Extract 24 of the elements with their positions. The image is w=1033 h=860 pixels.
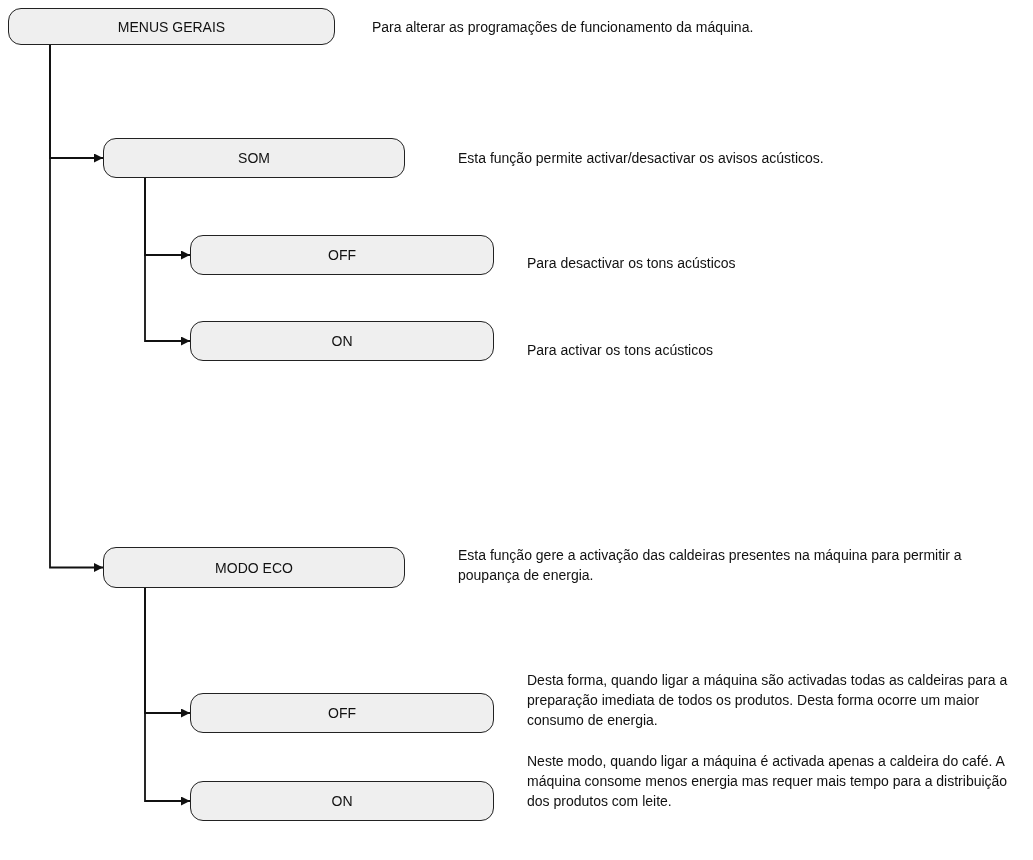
menu-box (190, 235, 494, 275)
menu-box (190, 781, 494, 821)
description-text: Para activar os tons acústicos (527, 341, 714, 360)
menu-box (190, 693, 494, 733)
description-text: Esta função gere a activação das caldeiras presentes na máquina para permitir a poupança de energia. (458, 546, 963, 585)
menu-label: MENUS GERAIS (117, 18, 226, 35)
description-text: Esta função permite activar/desactivar os avisos acústicos. (458, 149, 825, 168)
arrow (144, 177, 191, 346)
description-text: Para alterar as programações de funcionamento da máquina. (372, 18, 755, 37)
menu-label: OFF (328, 705, 356, 721)
menu-box (190, 321, 494, 361)
menu-box (103, 547, 405, 588)
description-text: Desta forma, quando ligar a máquina são activadas todas as caldeiras para a preparação imediata de todos os produtos. Desta forma ocorre um maior consumo de energia. (527, 671, 1009, 730)
menu-label: ON (331, 793, 353, 809)
arrow (49, 44, 104, 572)
arrow (144, 587, 191, 806)
menu-box (8, 8, 335, 45)
menu-label: SOM (238, 150, 270, 166)
menu-label: OFF (328, 247, 356, 263)
description-text: Neste modo, quando ligar a máquina é activada apenas a caldeira do café. A máquina consome menos energia mas requer mais tempo para a distribuição dos produtos com leite. (527, 752, 1009, 811)
menu-label: MODO ECO (215, 559, 293, 576)
menu-label: ON (331, 333, 353, 349)
menu-box (103, 138, 405, 178)
description-text: Para desactivar os tons acústicos (527, 254, 737, 273)
